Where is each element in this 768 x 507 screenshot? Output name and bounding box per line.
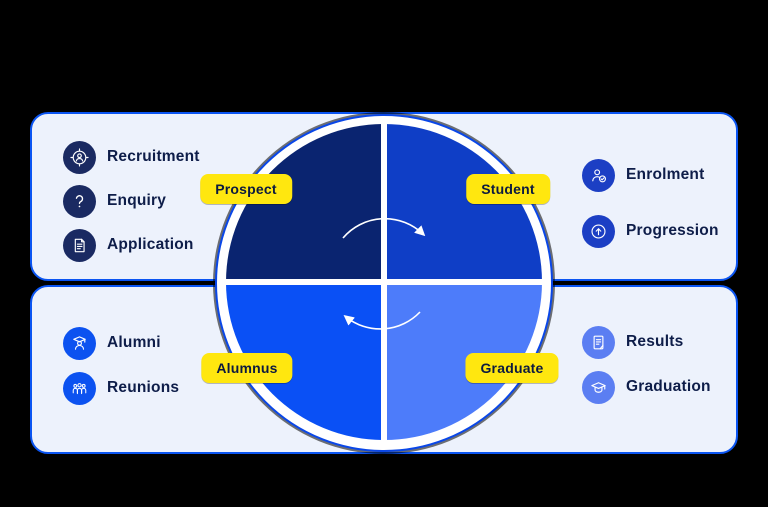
- list-item-label: Results: [626, 333, 684, 350]
- list-item-label: Reunions: [107, 379, 180, 396]
- alumnus-badge: Alumnus: [201, 353, 293, 383]
- list-item-reunions: Reunions: [63, 371, 179, 405]
- clockwise-arrows-icon: [342, 217, 426, 330]
- people-group-icon: [63, 371, 96, 405]
- list-item-label: Graduation: [626, 378, 711, 395]
- list-item-progression: Progression: [582, 214, 719, 248]
- document-icon: [63, 228, 96, 262]
- list-item-label: Progression: [626, 222, 719, 239]
- graduate-badge: Graduate: [465, 353, 559, 383]
- graduate-person-icon: [63, 326, 96, 360]
- student-badge: Student: [466, 174, 550, 204]
- target-person-icon: [63, 140, 96, 174]
- list-item-results: Results: [582, 325, 683, 359]
- list-item-enquiry: Enquiry: [63, 184, 166, 218]
- prospect-badge: Prospect: [200, 174, 292, 204]
- list-item-application: Application: [63, 228, 194, 262]
- mortarboard-icon: [582, 370, 615, 404]
- arrow-up-circle-icon: [582, 214, 615, 248]
- list-item-label: Enrolment: [626, 166, 705, 183]
- list-item-label: Enquiry: [107, 192, 167, 209]
- list-item-label: Alumni: [107, 334, 161, 351]
- question-icon: [63, 184, 96, 218]
- list-item-label: Recruitment: [107, 148, 200, 165]
- list-item-enrolment: Enrolment: [582, 158, 704, 192]
- person-check-icon: [582, 158, 615, 192]
- list-item-graduation: Graduation: [582, 370, 711, 404]
- list-item-alumni: Alumni: [63, 326, 161, 360]
- list-item-recruitment: Recruitment: [63, 140, 200, 174]
- list-item-label: Application: [107, 236, 194, 253]
- report-icon: [582, 325, 615, 359]
